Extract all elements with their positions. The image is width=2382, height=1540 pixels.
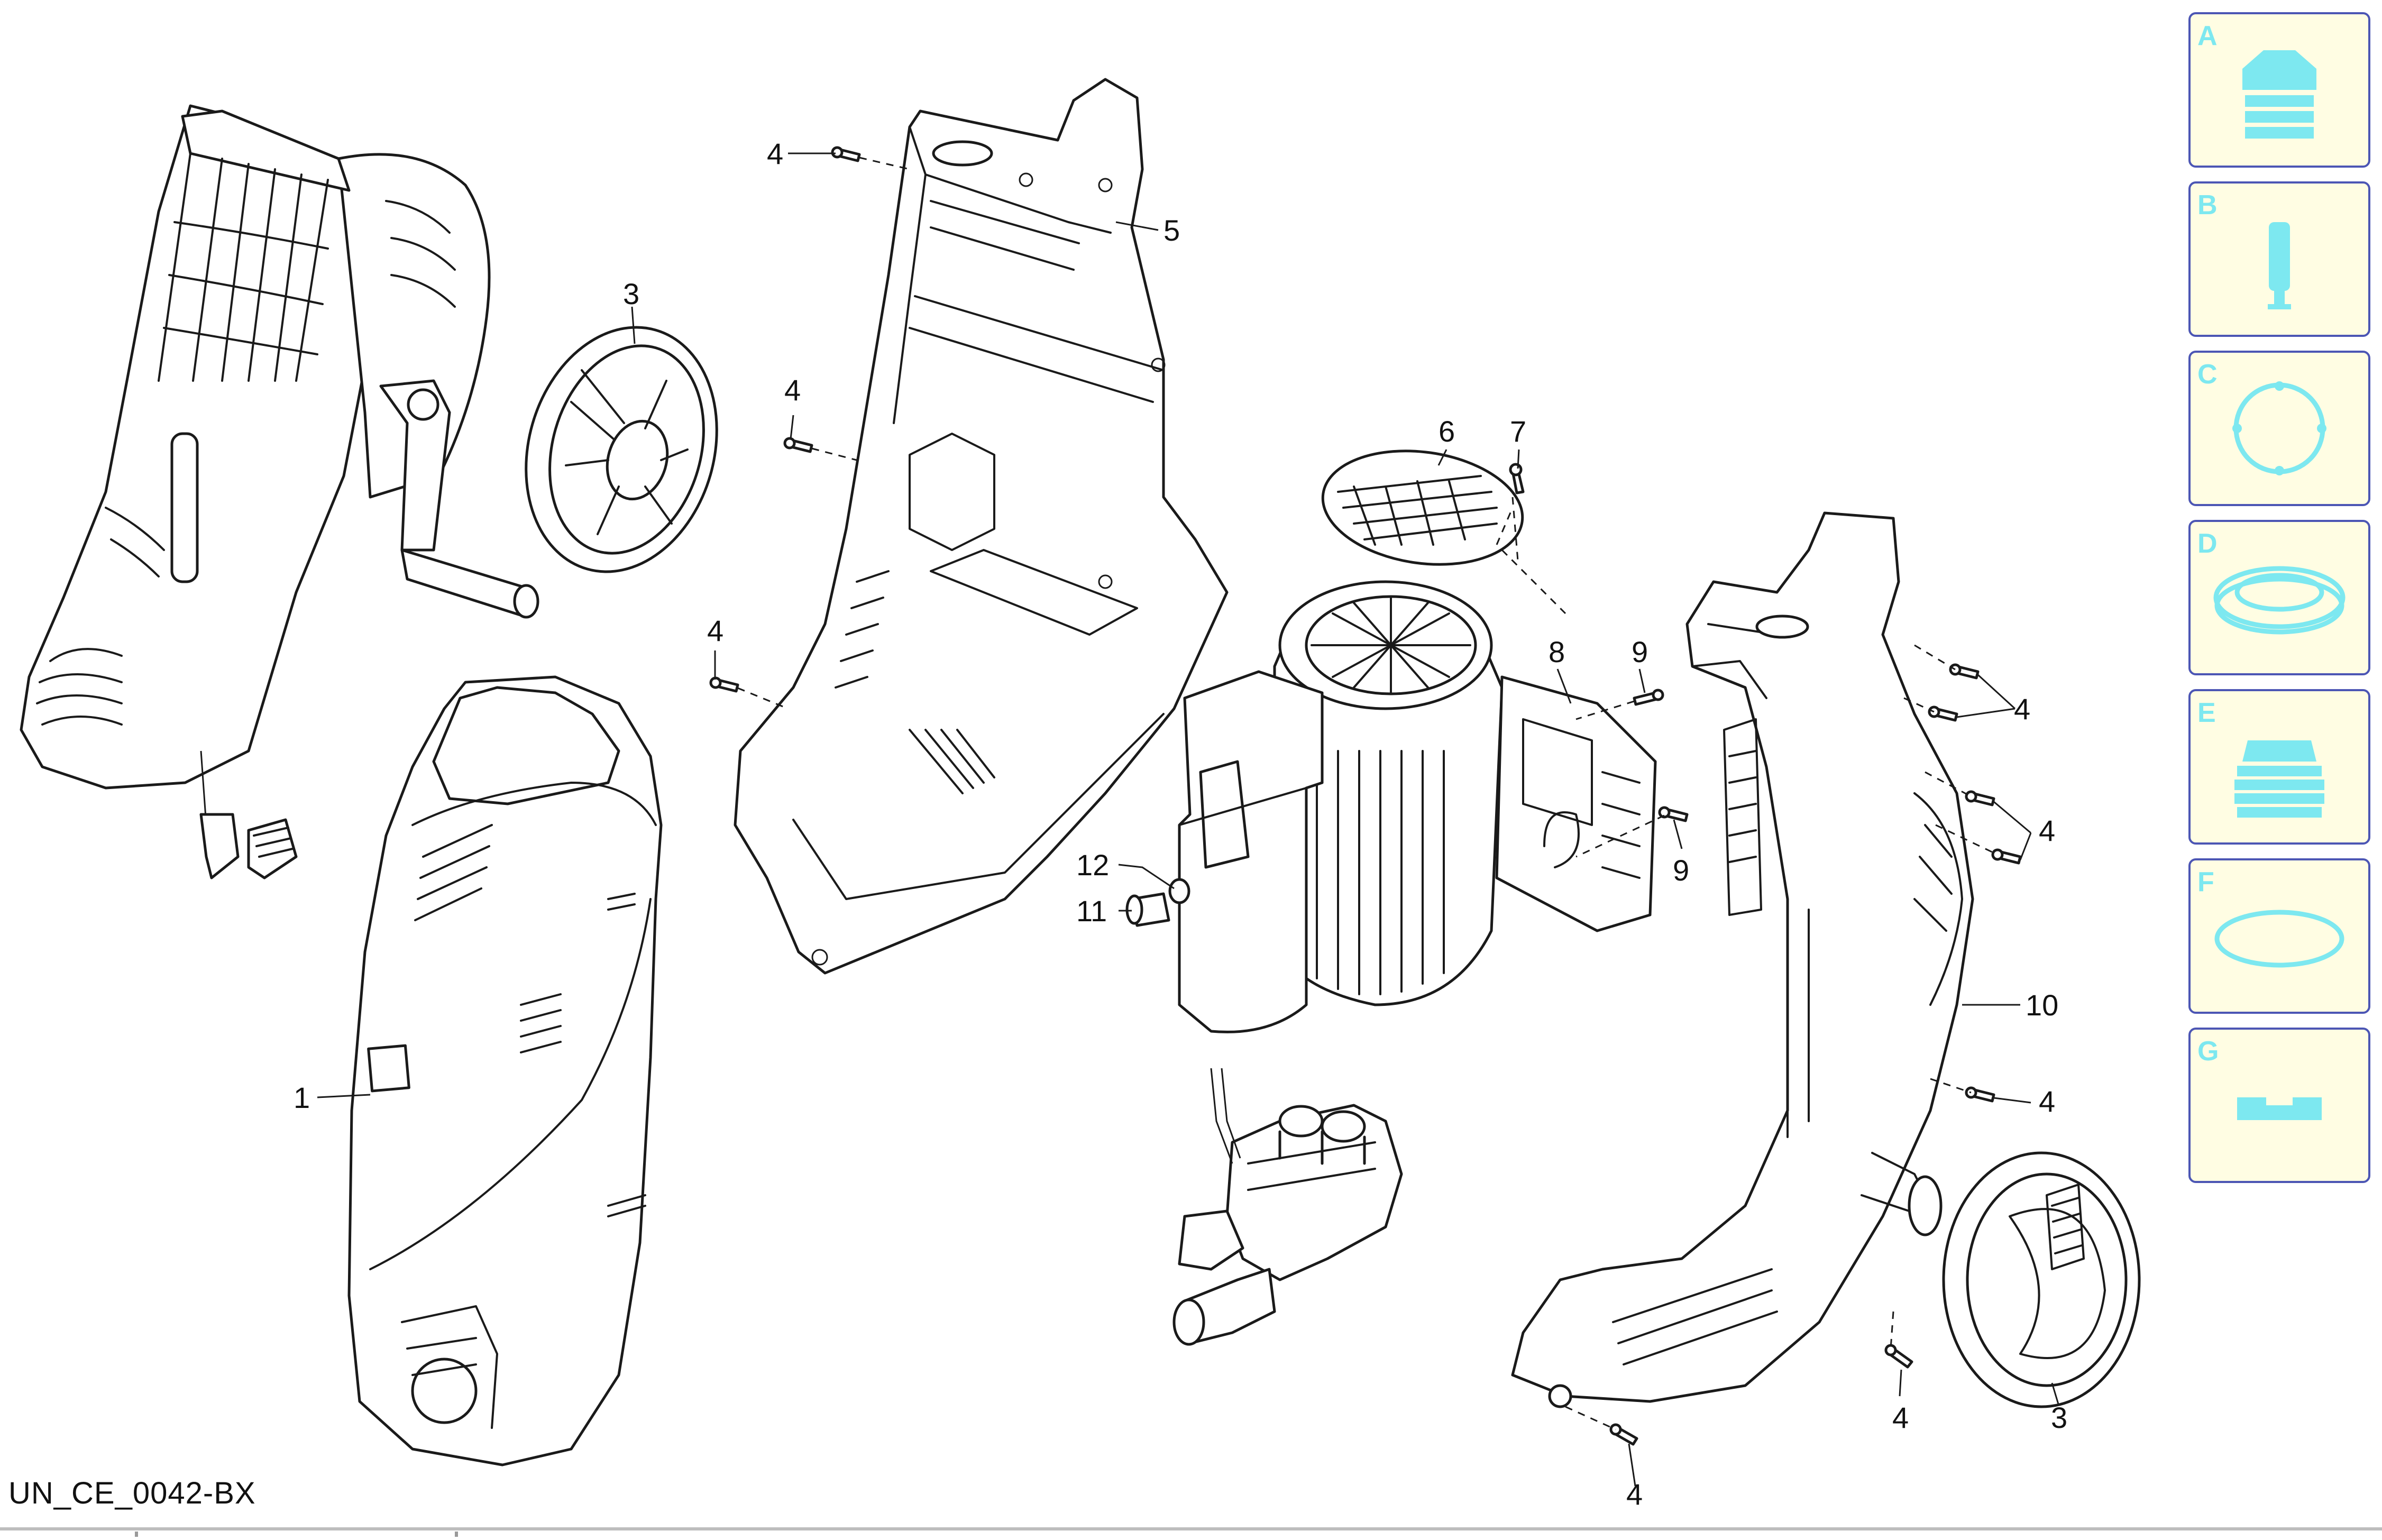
screw-7[interactable] — [1509, 463, 1525, 494]
screw-4c[interactable] — [709, 676, 739, 693]
screw-9b[interactable] — [1658, 806, 1689, 822]
drawing-code: UN_CE_0042-BX — [8, 1476, 256, 1510]
kit-letter: G — [2197, 1036, 2219, 1067]
kit-letter: E — [2197, 698, 2216, 728]
callout-9: 9 — [1673, 854, 1689, 887]
callout-4: 4 — [767, 137, 783, 170]
lip-seal-icon — [2213, 566, 2346, 635]
kit-letter: C — [2197, 359, 2218, 390]
front-cover[interactable] — [347, 675, 663, 1466]
callout-12: 12 — [1076, 848, 1109, 882]
footer-divider — [0, 1527, 2382, 1530]
kit-f[interactable]: F — [2188, 858, 2370, 1014]
callout-4: 4 — [1892, 1401, 1909, 1434]
callout-7: 7 — [1510, 415, 1526, 448]
callout-4: 4 — [1626, 1478, 1643, 1511]
screw-4g[interactable] — [1991, 848, 2022, 865]
callout-4: 4 — [2039, 814, 2055, 847]
pump-unit[interactable] — [1172, 1068, 1403, 1346]
footer-divider-tick — [455, 1532, 458, 1537]
callout-4: 4 — [707, 614, 723, 647]
callout-4: 4 — [784, 373, 801, 407]
kit-letter: D — [2197, 528, 2218, 559]
clip-icon — [2237, 1097, 2322, 1120]
screw-4f[interactable] — [1965, 790, 1995, 806]
screw-4d[interactable] — [1949, 663, 1980, 680]
kit-g[interactable]: G — [2188, 1028, 2370, 1183]
filter-cap-icon — [2234, 740, 2324, 818]
kit-letter: B — [2197, 190, 2218, 221]
screw-4a[interactable] — [831, 146, 861, 162]
callout-10: 10 — [2026, 988, 2058, 1022]
screw-4b[interactable] — [783, 437, 813, 453]
callout-1: 1 — [294, 1081, 310, 1114]
o-ring[interactable] — [1168, 878, 1190, 904]
callout-8: 8 — [1549, 635, 1565, 668]
alignment-lines — [737, 157, 1998, 1431]
o-ring-icon — [2214, 910, 2344, 968]
wheel-bottom[interactable] — [1942, 1151, 2141, 1408]
piston-icon — [2268, 222, 2291, 309]
callout-4: 4 — [2014, 692, 2030, 726]
screw-4i[interactable] — [1884, 1344, 1913, 1369]
callout-6: 6 — [1439, 415, 1455, 448]
callout-4: 4 — [2039, 1085, 2055, 1118]
callout-11: 11 — [1076, 894, 1107, 928]
drain-plug[interactable] — [1125, 892, 1170, 927]
kit-a[interactable]: A — [2188, 12, 2370, 168]
wheel-top[interactable] — [498, 305, 745, 594]
kit-c[interactable]: C — [2188, 351, 2370, 506]
kit-b[interactable]: B — [2188, 181, 2370, 337]
kit-letter: F — [2197, 867, 2214, 897]
callout-labels: 1 3 4 4 4 5 6 7 8 9 9 4 4 10 4 4 3 4 12 … — [294, 137, 2067, 1511]
callout-3: 3 — [623, 277, 639, 310]
kit-d[interactable]: D — [2188, 520, 2370, 675]
side-frame[interactable] — [1511, 511, 1974, 1408]
seal-kit-icon — [2242, 50, 2316, 139]
callout-9: 9 — [1632, 635, 1648, 668]
kit-legend: A B C — [2188, 12, 2370, 1183]
screw-4j[interactable] — [1609, 1423, 1638, 1446]
callout-3: 3 — [2051, 1401, 2067, 1434]
screw-9a[interactable] — [1633, 689, 1664, 706]
footer-divider-tick — [135, 1532, 138, 1537]
kit-e[interactable]: E — [2188, 689, 2370, 845]
callout-5: 5 — [1163, 214, 1180, 247]
hose-reel-assembly[interactable] — [20, 104, 539, 879]
kit-letter: A — [2197, 21, 2218, 51]
screw-4h[interactable] — [1965, 1086, 1995, 1103]
motor-assembly[interactable] — [1178, 439, 1657, 1033]
gasket-ring-icon — [2232, 381, 2326, 475]
leader-lines — [317, 152, 2059, 1487]
screw-4e[interactable] — [1928, 705, 1958, 722]
rear-housing[interactable] — [734, 78, 1229, 975]
